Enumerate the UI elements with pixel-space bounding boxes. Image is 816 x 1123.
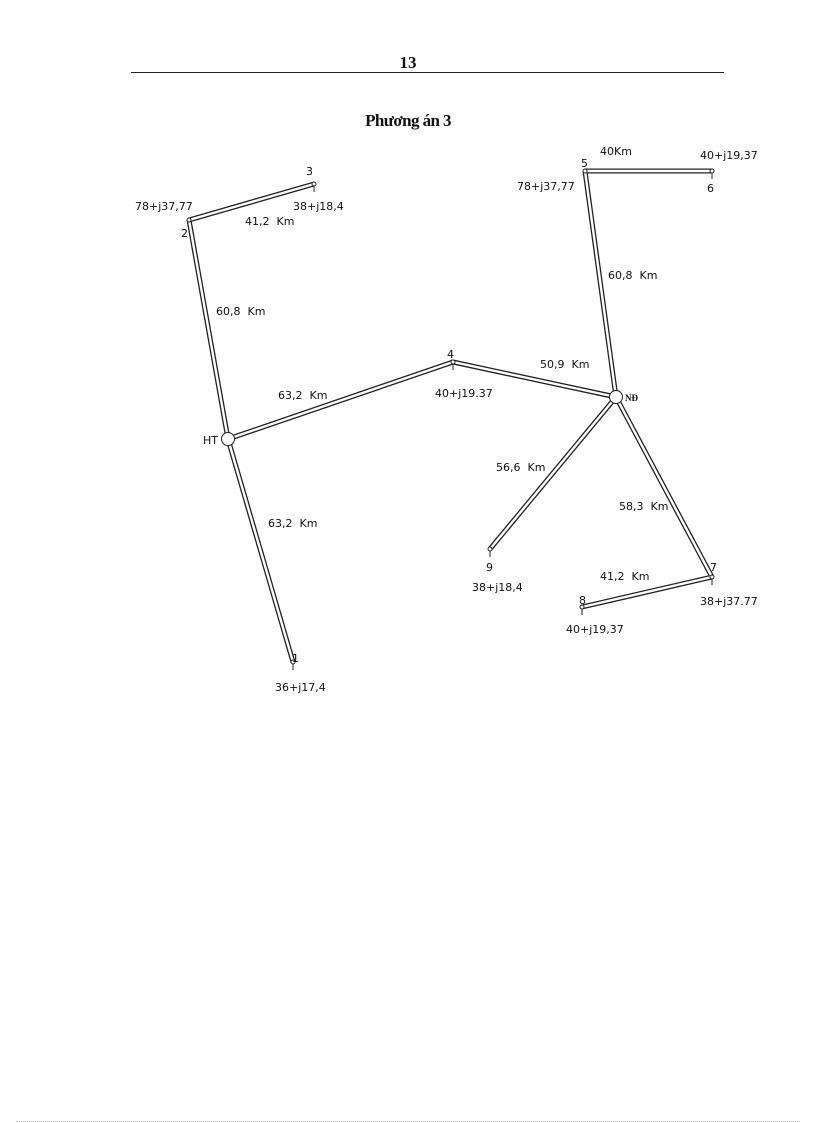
line-length-ht-2: 60,8 Km [216,305,265,318]
load-value-4: 40+j19.37 [435,387,493,400]
line-length-nd-7: 58,3 Km [619,500,668,513]
node-label-ht: HT [203,434,218,447]
diagram-title: Phương án 3 [365,111,451,130]
footer-dotted-border [16,1121,800,1122]
line-length-nd-9: 56,6 Km [496,461,545,474]
line-length-7-8: 41,2 Km [600,570,649,583]
line-length-2-3: 41,2 Km [245,215,294,228]
line-length-5-6: 40Km [600,145,632,158]
load-value-3: 38+j18,4 [293,200,344,213]
load-value-5: 78+j37,77 [517,180,575,193]
node-number-6: 6 [707,182,714,195]
node-number-2: 2 [181,227,188,240]
load-markers [186,168,715,670]
lines-outer [186,168,715,663]
node-number-8: 8 [579,594,586,607]
source-node-ht [221,432,235,446]
line-length-nd-5: 60,8 Km [608,269,657,282]
load-value-9: 38+j18,4 [472,581,523,594]
load-value-2: 78+j37,77 [135,200,193,213]
node-number-5: 5 [581,157,588,170]
source-node-nd [609,390,623,404]
load-value-7: 38+j37.77 [700,595,758,608]
node-number-3: 3 [306,165,313,178]
node-number-9: 9 [486,561,493,574]
node-number-1: 1 [292,652,299,665]
load-value-6: 40+j19,37 [700,149,758,162]
node-number-7: 7 [710,561,717,574]
node-label-nd: NĐ [625,393,638,403]
load-value-8: 40+j19,37 [566,623,624,636]
page-number: 13 [399,53,417,72]
node-number-4: 4 [447,348,454,361]
line-length-4-nd: 50,9 Km [540,358,589,371]
line-length-ht-4: 63,2 Km [278,389,327,402]
lines-inner [187,169,714,663]
line-length-ht-1: 63,2 Km [268,517,317,530]
load-value-1: 36+j17,4 [275,681,326,694]
header-rule [131,72,724,73]
